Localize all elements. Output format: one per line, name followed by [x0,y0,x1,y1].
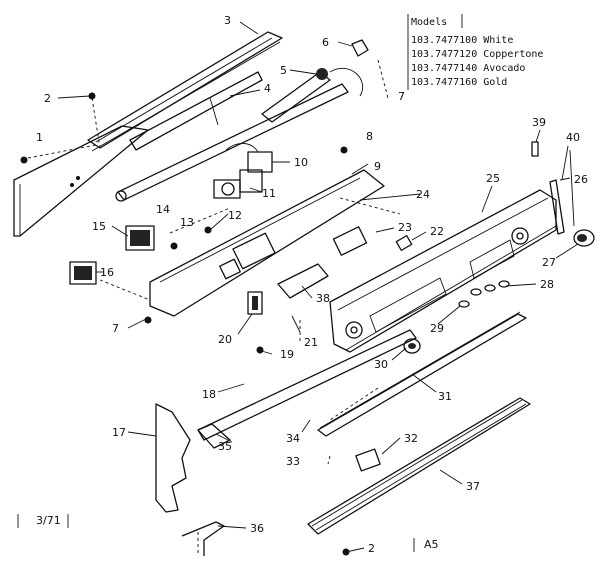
screw-2-bottom-icon [342,548,350,556]
part-22-lamp [395,235,413,251]
model-line-1: 103.7477100 White [411,35,513,46]
screws [20,92,350,556]
part-17-side-panel [155,403,191,513]
callout-39: 39 [532,116,546,129]
part-34-bracket [197,329,417,449]
part-4-lamp-bracket [129,71,263,151]
part-26-clip [569,149,575,227]
callout-33: 33 [286,455,300,468]
screw-7-icon [144,316,152,324]
callout-24: 24 [416,188,430,201]
callout-29: 29 [430,322,444,335]
footer: 3/71 A5 [17,514,439,552]
callout-11: 11 [262,187,276,200]
callout-5: 5 [280,64,287,77]
callout-23: 23 [398,221,412,234]
part-11-motor [213,169,263,199]
callout-8: 8 [366,130,373,143]
part-20-switch [247,291,263,315]
part-5-socket [261,67,364,123]
leader-lines [57,21,579,553]
part-32-bracket [355,448,381,472]
part-16-switch [69,261,97,285]
callout-6: 6 [322,36,329,49]
screw-1-icon [20,156,28,164]
part-38-switch-bracket [277,263,329,299]
part-25-control-panel [329,189,557,353]
callout-38: 38 [316,292,330,305]
models-legend: Models 103.7477100 White 103.7477120 Cop… [407,14,543,90]
part-27-knob [573,229,595,247]
part-15-switch [125,225,155,251]
model-line-4: 103.7477160 Gold [411,77,507,88]
callout-15: 15 [92,220,106,233]
callout-40: 40 [566,131,580,144]
callout-4: 4 [264,82,271,95]
callout-35: 35 [218,440,232,453]
part-29-button [458,300,470,308]
callout-22: 22 [430,225,444,238]
screw-12-icon [204,226,212,234]
callout-12: 12 [228,209,242,222]
callout-25: 25 [486,172,500,185]
part-40-trim-strip [549,179,565,235]
callout-17: 17 [112,426,126,439]
callout-9: 9 [374,160,381,173]
callout-37: 37 [466,480,480,493]
callout-28: 28 [540,278,554,291]
callout-7-left: 7 [112,322,119,335]
callout-34: 34 [286,432,300,445]
model-line-2: 103.7477120 Coppertone [411,49,543,60]
callout-36: 36 [250,522,264,535]
callout-21: 21 [304,336,318,349]
part-37-bottom-trim [307,397,531,535]
callout-20: 20 [218,333,232,346]
screw-13-icon [170,242,178,250]
screw-2-top-icon [88,92,96,100]
screw-19-icon [256,346,264,354]
footer-code: A5 [424,538,439,551]
callout-31: 31 [438,390,452,403]
callout-14: 14 [156,203,170,216]
part-31-trim [317,311,527,437]
callout-27: 27 [542,256,556,269]
screw-8-icon [340,146,348,154]
callout-30: 30 [374,358,388,371]
part-3-top-trim [87,31,283,152]
callout-2-top: 2 [44,92,51,105]
callout-10: 10 [294,156,308,169]
part-6-clip [351,39,369,57]
part-30-knob [403,338,421,354]
part-39-screw [531,141,539,157]
part-1-end-panel [13,125,149,237]
callout-3: 3 [224,14,231,27]
callout-16: 16 [100,266,114,279]
callout-2-bottom: 2 [368,542,375,555]
callout-7-top: 7 [398,90,405,103]
callouts: 2 1 3 4 5 6 7 8 9 10 11 12 13 14 15 16 1… [36,14,588,555]
part-9-backguard-panel [149,169,385,317]
assembly-lines [27,59,401,556]
part-14-tube [115,83,349,202]
callout-18: 18 [202,388,216,401]
models-heading: Models [411,17,447,28]
part-28-buttons [470,280,510,296]
callout-26: 26 [574,173,588,186]
footer-date: 3/71 [36,514,61,527]
callout-32: 32 [404,432,418,445]
part-36-bracket [181,521,225,556]
callout-13: 13 [180,216,194,229]
callout-1: 1 [36,131,43,144]
callout-19: 19 [280,348,294,361]
model-line-3: 103.7477140 Avocado [411,63,525,74]
